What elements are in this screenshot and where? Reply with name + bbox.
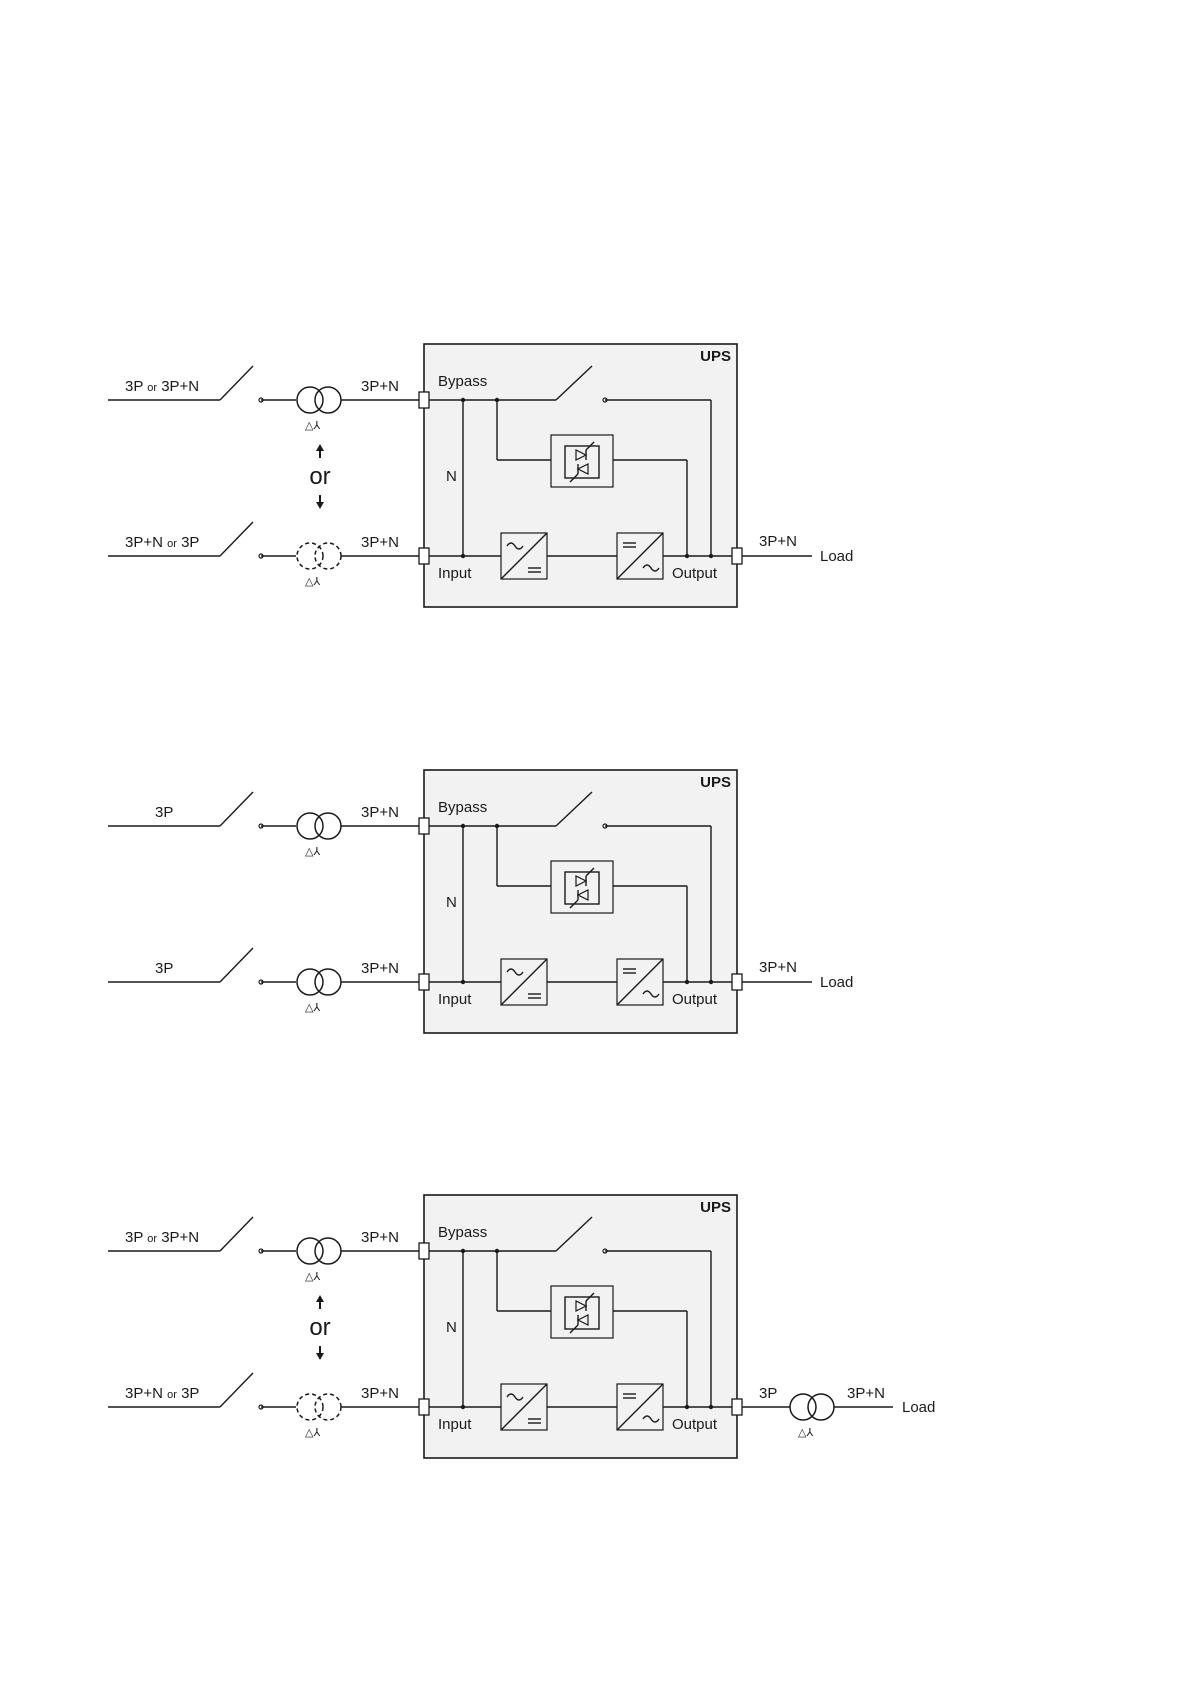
input-supply-label: 3P — [155, 960, 173, 977]
input-transformer-vector-label: △⅄ — [305, 576, 320, 588]
bypass-transformer-vector-label: △⅄ — [305, 420, 320, 432]
input-supply-label: 3P+N or 3P — [125, 1385, 199, 1402]
bypass-transformer-vector-label: △⅄ — [305, 846, 320, 858]
input-feed-label: 3P+N — [361, 960, 399, 977]
bypass-supply-label: 3P or 3P+N — [125, 1229, 199, 1246]
load-label: Load — [820, 974, 853, 991]
bypass-supply-label: 3P — [155, 804, 173, 821]
bypass-transformer-icon — [297, 1238, 341, 1264]
neutral-label: N — [446, 894, 457, 911]
ups-diagram-3: 3P or 3P+N △⅄ 3P+N or 3P+N or 3P — [0, 1151, 1190, 1551]
static-switch-thyristor-icon — [551, 861, 613, 913]
ups-diagram-2: 3P △⅄ 3P+N 3P △⅄ 3P+N UPS Bypass N Input… — [0, 726, 1190, 1126]
input-supply-label: 3P+N or 3P — [125, 534, 199, 551]
bypass-switch — [220, 792, 253, 826]
output-label: Output — [672, 565, 718, 582]
output-line-label: 3P — [759, 1385, 777, 1402]
or-label: or — [309, 1314, 330, 1341]
bypass-label: Bypass — [438, 373, 487, 390]
input-transformer-icon — [297, 969, 341, 995]
bypass-label: Bypass — [438, 1224, 487, 1241]
output-transformer-vector-label: △⅄ — [798, 1427, 813, 1439]
output-transformer-line-label: 3P+N — [847, 1385, 885, 1402]
bypass-feed-label: 3P+N — [361, 804, 399, 821]
output-terminal — [732, 974, 742, 990]
ups-diagram-1: 3P or 3P+N △⅄ 3P+N or 3P+N or 3P — [0, 300, 1190, 700]
input-transformer-vector-label: △⅄ — [305, 1427, 320, 1439]
static-switch-thyristor-icon — [551, 435, 613, 487]
bypass-feed-label: 3P+N — [361, 1229, 399, 1246]
rectifier-icon — [501, 1384, 547, 1430]
output-line-label: 3P+N — [759, 533, 797, 550]
neutral-label: N — [446, 1319, 457, 1336]
rectifier-icon — [501, 533, 547, 579]
inverter-icon — [617, 533, 663, 579]
bypass-supply-label: 3P or 3P+N — [125, 378, 199, 395]
bypass-switch — [220, 366, 253, 400]
input-label: Input — [438, 991, 472, 1008]
bypass-switch — [220, 1217, 253, 1251]
input-terminal — [419, 548, 429, 564]
input-transformer-optional-icon — [297, 1394, 341, 1420]
ups-label: UPS — [700, 1199, 731, 1216]
output-transformer-icon — [790, 1394, 834, 1420]
output-label: Output — [672, 991, 718, 1008]
neutral-label: N — [446, 468, 457, 485]
output-terminal — [732, 1399, 742, 1415]
input-switch — [220, 522, 253, 556]
output-line-label: 3P+N — [759, 959, 797, 976]
input-feed-label: 3P+N — [361, 534, 399, 551]
load-label: Load — [902, 1399, 935, 1416]
output-label: Output — [672, 1416, 718, 1433]
input-switch — [220, 948, 253, 982]
bypass-feed-label: 3P+N — [361, 378, 399, 395]
input-label: Input — [438, 1416, 472, 1433]
input-feed-label: 3P+N — [361, 1385, 399, 1402]
or-label: or — [309, 463, 330, 490]
load-label: Load — [820, 548, 853, 565]
input-label: Input — [438, 565, 472, 582]
input-terminal — [419, 974, 429, 990]
output-terminal — [732, 548, 742, 564]
bypass-transformer-icon — [297, 387, 341, 413]
inverter-icon — [617, 959, 663, 1005]
ups-label: UPS — [700, 774, 731, 791]
bypass-terminal — [419, 818, 429, 834]
input-transformer-vector-label: △⅄ — [305, 1002, 320, 1014]
bypass-transformer-icon — [297, 813, 341, 839]
ups-label: UPS — [700, 348, 731, 365]
bypass-transformer-vector-label: △⅄ — [305, 1271, 320, 1283]
bypass-terminal — [419, 1243, 429, 1259]
input-terminal — [419, 1399, 429, 1415]
rectifier-icon — [501, 959, 547, 1005]
inverter-icon — [617, 1384, 663, 1430]
bypass-terminal — [419, 392, 429, 408]
input-switch — [220, 1373, 253, 1407]
bypass-label: Bypass — [438, 799, 487, 816]
input-transformer-optional-icon — [297, 543, 341, 569]
static-switch-thyristor-icon — [551, 1286, 613, 1338]
